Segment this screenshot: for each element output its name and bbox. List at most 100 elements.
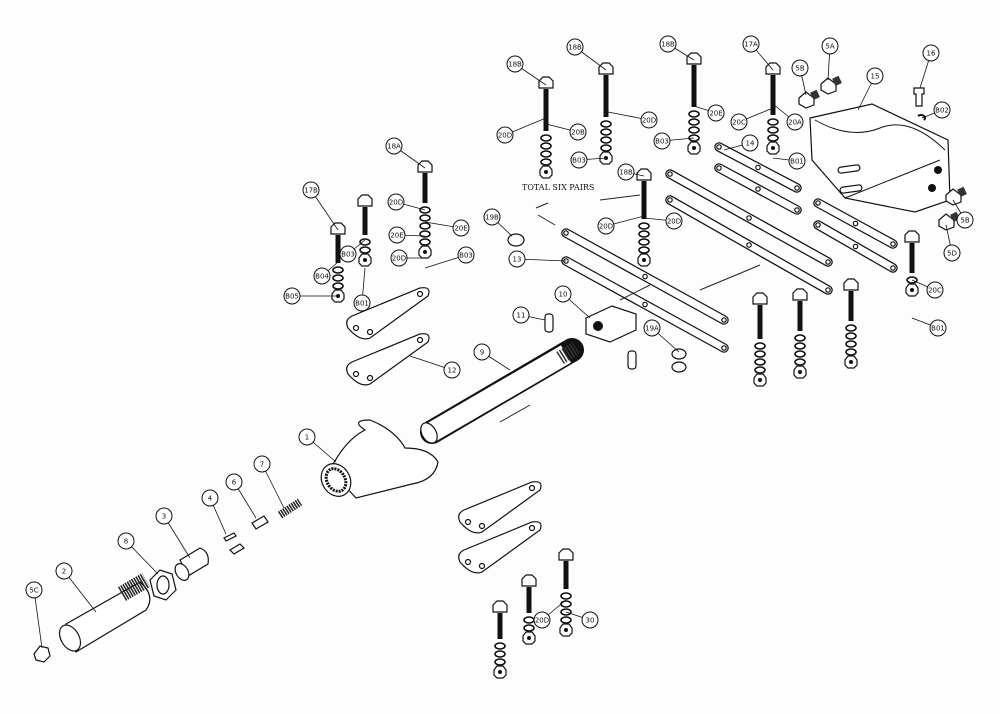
washer: [600, 128, 612, 136]
callout-label: B02: [935, 107, 949, 115]
washer: [419, 222, 431, 230]
plate-body: [346, 333, 430, 386]
washer: [332, 266, 344, 274]
bar-hole: [890, 265, 896, 271]
callout-label: B05: [285, 293, 299, 301]
link-bar: [714, 142, 802, 193]
callout-1: 1: [298, 428, 316, 446]
callout-label: B01: [931, 325, 945, 333]
callout-circle: [225, 473, 243, 491]
bar-hole: [642, 301, 648, 308]
bolt-shank: [563, 561, 569, 589]
callout-label: 20E: [454, 225, 467, 233]
callout-circle: [554, 285, 572, 303]
callout-circle: [512, 306, 530, 324]
callout-20d: 20D: [533, 611, 551, 629]
washer: [359, 246, 371, 254]
bolt-head: [417, 160, 433, 173]
plate-hole: [464, 558, 472, 566]
hex-bolt: [492, 600, 508, 639]
fitting-thread: [832, 75, 842, 86]
fitting-body: [938, 213, 955, 231]
washer: [638, 230, 650, 238]
callout-label: 16: [927, 50, 936, 58]
callout-circle: [570, 151, 588, 169]
fitting-body: [798, 91, 815, 109]
plate-hole: [352, 370, 360, 378]
washer: [332, 274, 344, 282]
hex-nut: [793, 365, 807, 379]
callout-circle: [452, 219, 470, 237]
callout-label: B03: [341, 251, 355, 259]
nut-hole: [363, 258, 367, 262]
callout-label: 18B: [661, 41, 675, 49]
hex-nut: [766, 141, 780, 155]
bolt-shank: [641, 181, 647, 219]
center-line: [535, 202, 549, 209]
callout-circle: [659, 35, 677, 53]
fitting: [798, 89, 820, 109]
spacer-19a: [671, 348, 687, 360]
fitting: [945, 186, 967, 206]
hex-nut: [905, 283, 919, 297]
bolt-head: [904, 230, 920, 243]
callout-circle: [956, 211, 974, 229]
nut-hole: [642, 258, 646, 262]
bolt-shank: [422, 173, 428, 203]
bolt-head: [686, 52, 702, 65]
bar-hole: [755, 164, 761, 171]
callout-circle: [298, 428, 316, 446]
link-bar: [561, 256, 729, 353]
callout-label: 6: [232, 479, 237, 487]
callout-b03: B03: [653, 132, 671, 150]
callout-label: 19B: [485, 214, 499, 222]
bolt-head: [792, 288, 808, 301]
washer: [794, 334, 806, 342]
callout-label: 2: [62, 568, 66, 576]
hex-bolt: [357, 194, 373, 235]
callout-circle: [653, 132, 671, 150]
nut-hole: [423, 250, 427, 254]
pin-11: [544, 313, 554, 333]
washer: [419, 238, 431, 246]
hex-nut: [753, 373, 767, 387]
callout-4: 4: [201, 489, 219, 507]
nut-hole: [544, 170, 548, 174]
callout-label: 15: [871, 73, 880, 81]
hex-bolt: [330, 222, 346, 263]
callout-13: 13: [508, 250, 526, 268]
callout-label: 20D: [389, 199, 403, 207]
plate-hole: [464, 518, 472, 526]
plate-hole: [416, 290, 424, 298]
callout-15: 15: [866, 67, 884, 85]
plate-body: [346, 287, 430, 340]
callout-label: 17B: [304, 187, 318, 195]
center-line: [537, 214, 556, 226]
callout-b02: B02: [933, 101, 951, 119]
callout-20d: 20D: [640, 111, 658, 129]
yoke-body: [329, 419, 439, 499]
washer: [845, 340, 857, 348]
callout-18b: 18B: [566, 38, 584, 56]
callout-label: 20D: [667, 218, 681, 226]
bolt-shank: [770, 75, 776, 115]
washer: [540, 158, 552, 166]
callout-14: 14: [741, 134, 759, 152]
center-line: [499, 404, 531, 423]
yoke-1: [320, 419, 439, 499]
bolt-head: [558, 548, 574, 561]
bolt-head: [636, 168, 652, 181]
callout-label: B01: [355, 300, 369, 308]
link-bar: [714, 163, 802, 215]
callout-label: 5B: [960, 217, 969, 225]
hex-bolt: [904, 230, 920, 273]
callout-19a: 19A: [643, 319, 661, 337]
callout-circle: [483, 208, 501, 226]
callout-circle: [55, 562, 73, 580]
washer: [688, 110, 700, 118]
callout-circle: [508, 250, 526, 268]
fitting-thread: [810, 89, 820, 100]
callout-label: 12: [448, 367, 457, 375]
leader-line: [33, 589, 43, 649]
